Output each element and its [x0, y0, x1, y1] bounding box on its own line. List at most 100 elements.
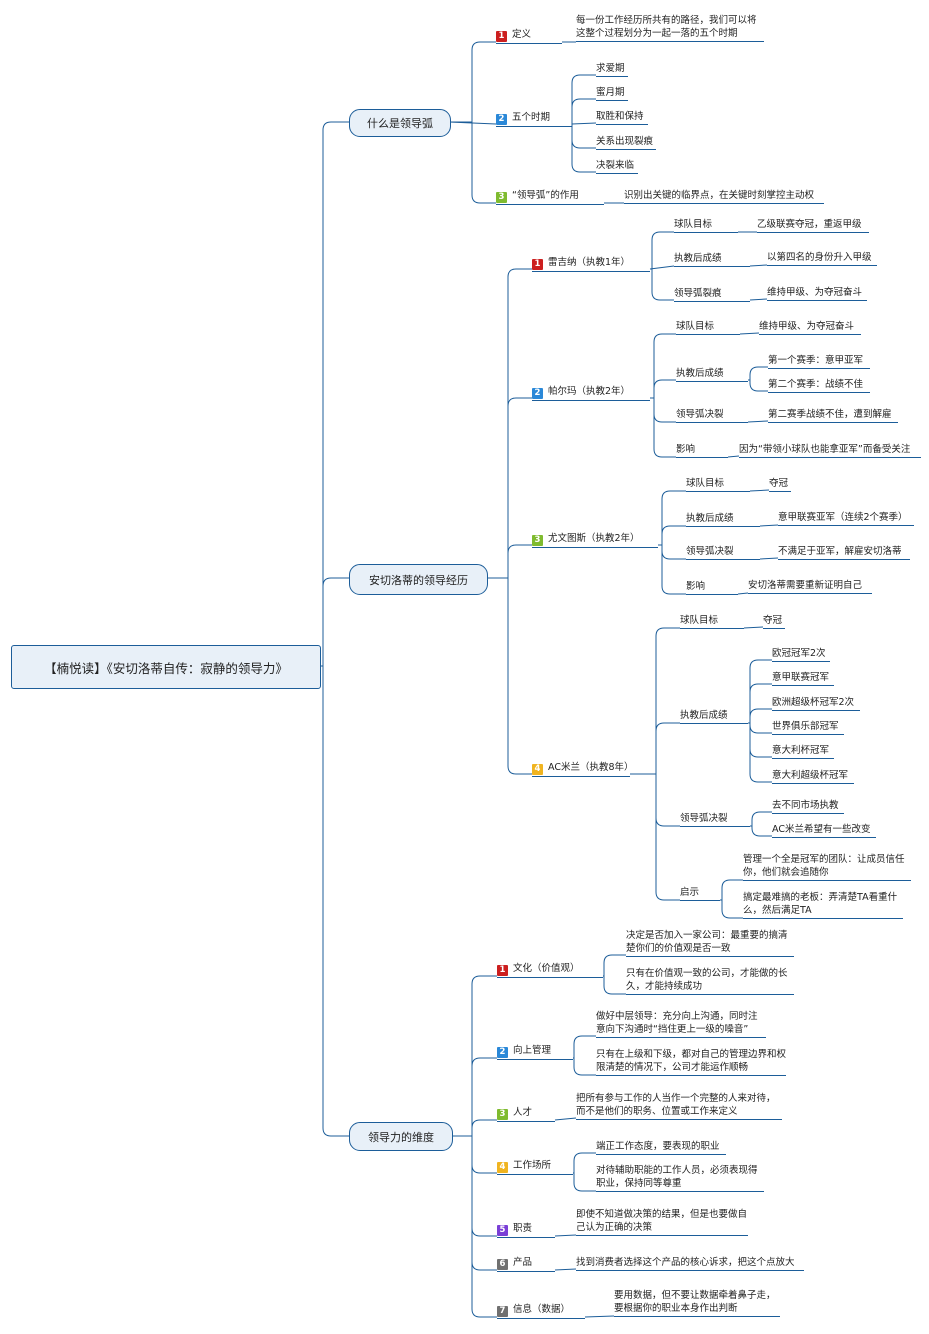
b3-connector	[573, 1057, 596, 1076]
b3-connector	[573, 1172, 596, 1192]
b1-sub-4: 关系出现裂痕	[596, 135, 656, 150]
number-badge: 2	[497, 1047, 508, 1058]
b3-item-4-desc-1: 端正工作态度，要表现的职业	[596, 1140, 726, 1155]
number-badge: 3	[496, 192, 507, 203]
b2-connector	[750, 811, 772, 827]
b3-item-2-desc-1: 做好中层领导：充分向上沟通，同时注意向下沟通时“挡住更上一级的噪音”	[596, 1010, 766, 1038]
b3-item-2[interactable]: 2 向上管理	[497, 1044, 573, 1060]
b2-connector	[486, 397, 532, 579]
b3-connector	[451, 975, 497, 1137]
number-badge: 1	[532, 259, 543, 270]
b2c3-key-4: 影响	[686, 580, 738, 595]
b2-connector	[630, 773, 680, 827]
b2-coach-1[interactable]: 1 雷吉纳（执教1年）	[532, 256, 650, 272]
b1-item-3[interactable]: 3“领导弧”的作用	[496, 189, 604, 205]
b1-item-3-desc: 识别出关键的临界点，在关键时刻掌控主动权	[624, 189, 824, 204]
b3-connector	[451, 1135, 497, 1237]
b1-connector	[571, 124, 596, 173]
b3-item-4[interactable]: 4 工作场所	[497, 1159, 573, 1175]
b2c2-val-2b: 第二个赛季：战绩不佳	[768, 378, 870, 393]
b1-sub-2: 蜜月期	[596, 86, 628, 101]
b3-item-4-desc-2: 对待辅助职能的工作人员，必须表现得职业，保持同等尊重	[596, 1164, 764, 1192]
b3-connector	[554, 1268, 577, 1271]
b2c2-val-2a: 第一个赛季：意甲亚军	[768, 354, 870, 369]
b2-connector	[650, 397, 676, 458]
b2c4-key-1: 球队目标	[680, 614, 744, 629]
b2c2-key-1: 球队目标	[676, 320, 740, 335]
b2-connector	[649, 265, 675, 270]
b2c3-val-1: 夺冠	[769, 477, 791, 492]
b2-connector	[748, 722, 772, 758]
b2-connector	[748, 659, 772, 724]
branch-3-node[interactable]: 领导力的维度	[349, 1122, 453, 1151]
b2c4-key-4: 启示	[680, 886, 720, 901]
b3-connector	[451, 1135, 497, 1318]
b1-item-1-desc: 每一份工作经历所共有的路径，我们可以将这整个过程划分为一起一落的五个时期	[576, 14, 764, 42]
b2-coach-2-label: 帕尔玛（执教2年）	[548, 386, 631, 397]
b2-connector	[748, 379, 768, 392]
b2-coach-1-label: 雷吉纳（执教1年）	[548, 257, 631, 268]
b2c4-val-4b: 搞定最难搞的老板：弄清楚TA看重什么，然后满足TA	[743, 891, 903, 919]
b3-connector	[554, 1117, 577, 1121]
b3-item-1-desc-2: 只有在价值观一致的公司，才能做的长久，才能持续成功	[626, 967, 794, 995]
number-badge: 3	[497, 1109, 508, 1120]
b2c3-val-4: 安切洛蒂需要重新证明自己	[748, 579, 872, 594]
b1-connector	[449, 121, 496, 204]
b2-connector	[486, 544, 532, 579]
b2-connector	[650, 268, 674, 301]
b2-connector	[749, 298, 768, 301]
b1-sub-1: 求爱期	[596, 62, 628, 77]
b3-connector	[451, 1135, 497, 1174]
b2-connector	[749, 489, 770, 492]
b3-connector	[451, 1135, 497, 1271]
b2c1-val-2: 以第四名的身份升入甲级	[767, 251, 877, 266]
number-badge: 7	[497, 1306, 508, 1317]
b2-connector	[743, 626, 764, 629]
b3-connector	[584, 1315, 615, 1318]
b2c2-val-4: 因为“带领小球队也能拿亚军”而备受关注	[739, 443, 921, 458]
b3-item-6-desc-1: 找到消费者选择这个产品的核心诉求，把这个点放大	[576, 1256, 804, 1271]
branch-2-title: 安切洛蒂的领导经历	[369, 573, 468, 587]
branch-1-node[interactable]: 什么是领导弧	[349, 109, 451, 137]
b2c3-key-1: 球队目标	[686, 477, 750, 492]
number-badge: 1	[497, 965, 508, 976]
b2c4-val-1: 夺冠	[763, 614, 785, 629]
b2-connector	[658, 544, 686, 595]
b1-item-1[interactable]: 1 定义	[496, 28, 562, 44]
b1-item-1-label: 定义	[512, 29, 532, 40]
b2-connector	[759, 557, 779, 560]
b1-connector	[571, 122, 597, 125]
b3-item-4-label: 工作场所	[513, 1160, 552, 1171]
b3-connector	[451, 1057, 497, 1137]
b2c4-val-2d: 世界俱乐部冠军	[772, 720, 844, 735]
b2-connector	[750, 825, 772, 837]
b2-connector	[749, 264, 768, 267]
number-badge: 1	[496, 31, 507, 42]
number-badge: 4	[497, 1162, 508, 1173]
b2-connector	[650, 231, 674, 270]
root-node[interactable]: 【楠悦读】《安切洛蒂自传：寂静的领导力》	[11, 645, 321, 689]
b1-connector	[449, 41, 496, 123]
b2c4-val-2b: 意甲联赛冠军	[772, 671, 834, 686]
b2-connector	[727, 455, 740, 458]
b3-item-2-label: 向上管理	[513, 1045, 552, 1056]
b2c2-key-2: 执教后成绩	[676, 367, 748, 382]
branch-2-node[interactable]: 安切洛蒂的领导经历	[349, 564, 488, 595]
root-connector	[319, 121, 349, 667]
b1-sub-3: 取胜和保持	[596, 110, 648, 125]
number-badge: 5	[497, 1225, 508, 1236]
b2c4-val-2c: 欧洲超级杯冠军2次	[772, 696, 860, 711]
b2-connector	[650, 333, 676, 399]
b2c3-key-3: 领导弧决裂	[686, 545, 760, 560]
b2-connector	[748, 722, 772, 783]
